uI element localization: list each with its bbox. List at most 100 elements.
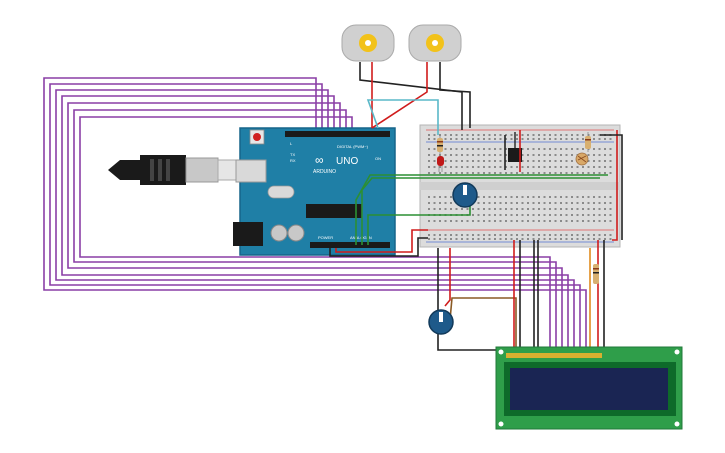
breadboard-hole bbox=[455, 172, 458, 174]
breadboard-hole bbox=[527, 138, 529, 140]
photoresistor-icon bbox=[575, 152, 589, 166]
breadboard-hole bbox=[565, 160, 568, 162]
breadboard-hole bbox=[428, 154, 430, 156]
breadboard-hole bbox=[527, 172, 529, 174]
breadboard-hole bbox=[450, 160, 452, 162]
breadboard-hole bbox=[549, 134, 551, 136]
breadboard-hole bbox=[598, 220, 601, 222]
breadboard-hole bbox=[609, 208, 612, 210]
breadboard-hole bbox=[565, 214, 568, 216]
breadboard-hole bbox=[549, 196, 551, 198]
breadboard-hole bbox=[543, 166, 546, 168]
breadboard-hole bbox=[494, 160, 496, 162]
breadboard-hole bbox=[483, 238, 485, 240]
breadboard-hole bbox=[609, 148, 612, 150]
breadboard-hole bbox=[593, 208, 595, 210]
breadboard-hole bbox=[433, 208, 436, 210]
breadboard-hole bbox=[543, 134, 546, 136]
breadboard-hole bbox=[560, 238, 562, 240]
breadboard-hole bbox=[571, 234, 573, 236]
breadboard-hole bbox=[571, 148, 573, 150]
breadboard-hole bbox=[593, 134, 595, 136]
breadboard-hole bbox=[538, 238, 540, 240]
power-wires bbox=[329, 229, 428, 257]
breadboard-hole bbox=[466, 160, 469, 162]
breadboard-hole bbox=[494, 166, 496, 168]
breadboard-hole bbox=[576, 196, 579, 198]
breadboard-hole bbox=[466, 238, 469, 240]
breadboard-hole bbox=[538, 172, 540, 174]
breadboard-hole bbox=[587, 202, 590, 204]
breadboard-hole bbox=[604, 154, 606, 156]
breadboard-hole bbox=[571, 220, 573, 222]
breadboard-hole bbox=[587, 160, 590, 162]
breadboard-holes bbox=[428, 134, 612, 240]
breadboard-hole bbox=[587, 208, 590, 210]
breadboard-hole bbox=[433, 134, 436, 136]
breadboard-hole bbox=[593, 214, 595, 216]
breadboard-hole bbox=[609, 220, 612, 222]
breadboard-hole bbox=[433, 138, 436, 140]
breadboard-hole bbox=[609, 238, 612, 240]
breadboard-hole bbox=[488, 214, 491, 216]
crystal bbox=[267, 185, 295, 199]
breadboard-hole bbox=[521, 172, 524, 174]
breadboard-hole bbox=[516, 220, 518, 222]
reset-button-cap bbox=[253, 133, 261, 141]
breadboard-hole bbox=[598, 134, 601, 136]
breadboard-hole bbox=[499, 234, 502, 236]
breadboard-hole bbox=[510, 238, 513, 240]
breadboard-hole bbox=[538, 154, 540, 156]
breadboard-hole bbox=[543, 220, 546, 222]
usb-port bbox=[235, 159, 267, 183]
breadboard-hole bbox=[576, 166, 579, 168]
breadboard-hole bbox=[609, 196, 612, 198]
breadboard-hole bbox=[543, 202, 546, 204]
power-label: POWER bbox=[318, 235, 333, 240]
atmega-chip bbox=[306, 204, 362, 218]
breadboard-hole bbox=[565, 172, 568, 174]
breadboard-hole bbox=[450, 220, 452, 222]
breadboard-hole bbox=[466, 148, 469, 150]
breadboard-hole bbox=[444, 166, 447, 168]
breadboard-hole bbox=[576, 234, 579, 236]
breadboard-hole bbox=[494, 238, 496, 240]
purple-wire-bundle bbox=[43, 77, 587, 350]
breadboard-hole bbox=[571, 214, 573, 216]
breadboard-hole bbox=[571, 208, 573, 210]
breadboard-hole bbox=[532, 238, 535, 240]
breadboard-hole bbox=[516, 196, 518, 198]
breadboard-hole bbox=[505, 172, 507, 174]
breadboard-hole bbox=[505, 234, 507, 236]
breadboard-hole bbox=[444, 154, 447, 156]
breadboard-hole bbox=[582, 208, 584, 210]
breadboard-hole bbox=[532, 166, 535, 168]
breadboard-hole bbox=[604, 208, 606, 210]
breadboard-hole bbox=[505, 208, 507, 210]
breadboard-hole bbox=[477, 234, 480, 236]
breadboard-hole bbox=[527, 148, 529, 150]
breadboard-hole bbox=[609, 214, 612, 216]
breadboard-hole bbox=[499, 154, 502, 156]
breadboard-hole bbox=[565, 134, 568, 136]
breadboard-hole bbox=[521, 148, 524, 150]
breadboard-hole bbox=[444, 134, 447, 136]
breadboard-hole bbox=[543, 160, 546, 162]
breadboard-hole bbox=[538, 196, 540, 198]
breadboard-hole bbox=[549, 234, 551, 236]
breadboard-hole bbox=[576, 134, 579, 136]
breadboard-hole bbox=[604, 234, 606, 236]
l-label: L bbox=[290, 141, 293, 146]
breadboard-hole bbox=[472, 160, 474, 162]
arduino-uno-board: ∞ UNO ARDUINO DIGITAL (PWM~) TX RX L ON … bbox=[233, 127, 396, 256]
breadboard-hole bbox=[450, 202, 452, 204]
breadboard-hole bbox=[587, 166, 590, 168]
breadboard-hole bbox=[444, 208, 447, 210]
breadboard-hole bbox=[587, 172, 590, 174]
breadboard-hole bbox=[433, 172, 436, 174]
breadboard-hole bbox=[444, 196, 447, 198]
breadboard-hole bbox=[516, 234, 518, 236]
breadboard-hole bbox=[543, 208, 546, 210]
breadboard-hole bbox=[516, 214, 518, 216]
